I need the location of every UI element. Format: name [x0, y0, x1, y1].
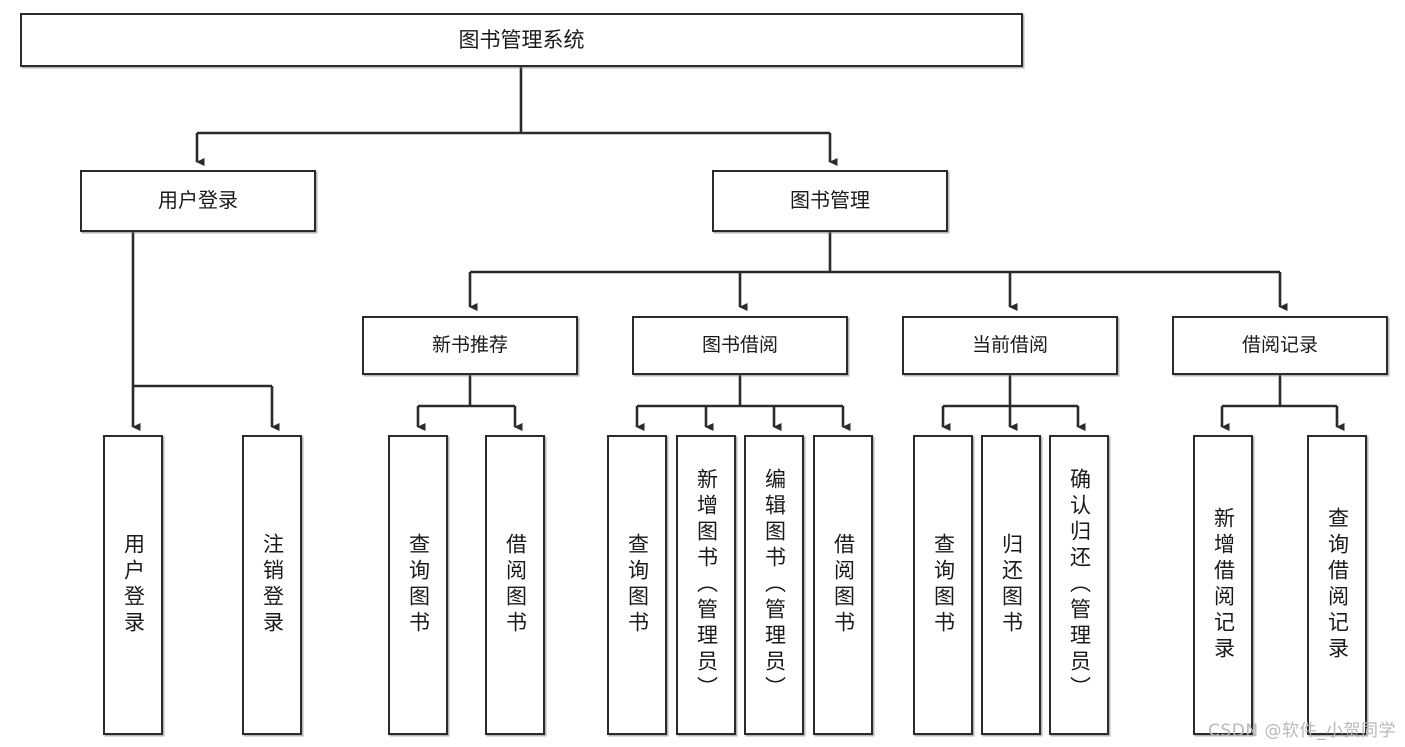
node-label: 图书管理系统: [458, 27, 585, 52]
node-label: 借阅记录: [1241, 334, 1318, 357]
node-label: 新书推荐: [431, 334, 508, 357]
node-label: 查询图书: [406, 533, 431, 637]
node-label: 新增图书（管理员）: [694, 468, 719, 702]
node-new-book-recommend[interactable]: 新书推荐: [362, 316, 578, 375]
node-label: 图书借阅: [701, 334, 778, 357]
leaf-borrow-borrow-book[interactable]: 借阅图书: [813, 435, 873, 735]
leaf-record-add-record[interactable]: 新增借阅记录: [1193, 435, 1253, 735]
node-label: 借阅图书: [503, 533, 528, 637]
node-label: 确认归还（管理员）: [1067, 468, 1092, 702]
leaf-borrow-add-book-admin[interactable]: 新增图书（管理员）: [676, 435, 736, 735]
node-label: 用户登录: [158, 188, 238, 213]
leaf-borrow-edit-book-admin[interactable]: 编辑图书（管理员）: [744, 435, 804, 735]
node-label: 查询借阅记录: [1325, 507, 1350, 663]
node-label: 图书管理: [790, 188, 870, 213]
leaf-current-query-book[interactable]: 查询图书: [913, 435, 973, 735]
node-label: 用户登录: [121, 533, 146, 637]
node-label: 编辑图书（管理员）: [762, 468, 787, 702]
node-label: 当前借阅: [971, 334, 1048, 357]
leaf-user-login-logout[interactable]: 注销登录: [242, 435, 302, 735]
node-label: 注销登录: [260, 533, 285, 637]
leaf-user-login-login[interactable]: 用户登录: [103, 435, 163, 735]
leaf-current-return-book[interactable]: 归还图书: [981, 435, 1041, 735]
leaf-record-query-record[interactable]: 查询借阅记录: [1307, 435, 1367, 735]
node-label: 归还图书: [999, 533, 1024, 637]
node-user-login[interactable]: 用户登录: [80, 170, 316, 232]
node-book-borrow[interactable]: 图书借阅: [632, 316, 848, 375]
node-book-management[interactable]: 图书管理: [712, 170, 948, 232]
node-current-borrow[interactable]: 当前借阅: [902, 316, 1118, 375]
node-label: 新增借阅记录: [1211, 507, 1236, 663]
node-root-book-management-system[interactable]: 图书管理系统: [20, 13, 1023, 67]
leaf-recommend-borrow-book[interactable]: 借阅图书: [485, 435, 545, 735]
leaf-recommend-query-book[interactable]: 查询图书: [388, 435, 448, 735]
node-label: 查询图书: [931, 533, 956, 637]
node-label: 借阅图书: [831, 533, 856, 637]
leaf-borrow-query-book[interactable]: 查询图书: [607, 435, 667, 735]
watermark-text: CSDN @软件_小贺同学: [1208, 721, 1396, 741]
node-borrow-record[interactable]: 借阅记录: [1172, 316, 1388, 375]
leaf-current-confirm-return-admin[interactable]: 确认归还（管理员）: [1049, 435, 1109, 735]
node-label: 查询图书: [625, 533, 650, 637]
